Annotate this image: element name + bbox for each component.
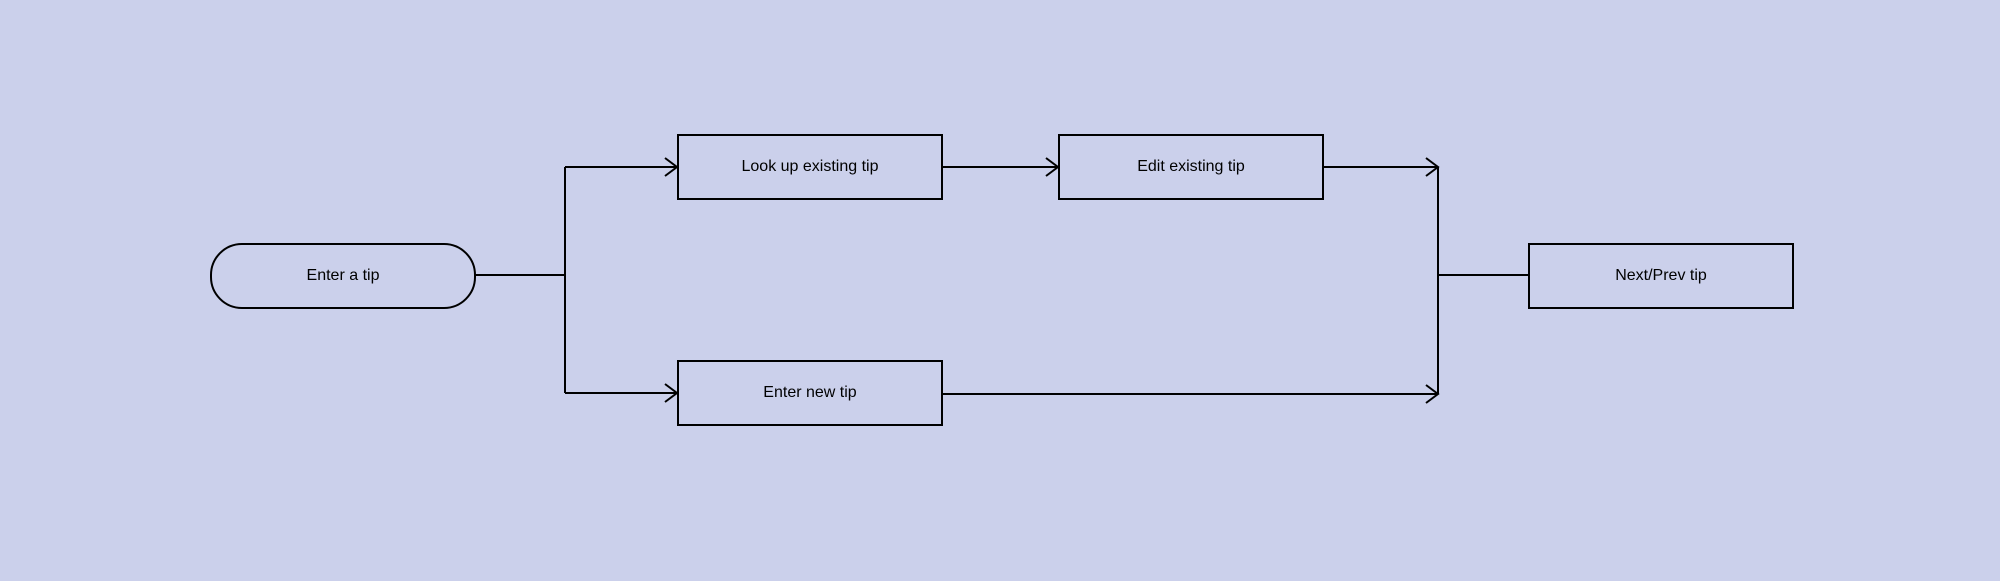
- node-next-prev-tip: Next/Prev tip: [1528, 243, 1794, 309]
- node-enter-a-tip: Enter a tip: [210, 243, 476, 309]
- node-edit-existing-tip: Edit existing tip: [1058, 134, 1324, 200]
- node-enter-new-tip: Enter new tip: [677, 360, 943, 426]
- node-look-up-existing-tip: Look up existing tip: [677, 134, 943, 200]
